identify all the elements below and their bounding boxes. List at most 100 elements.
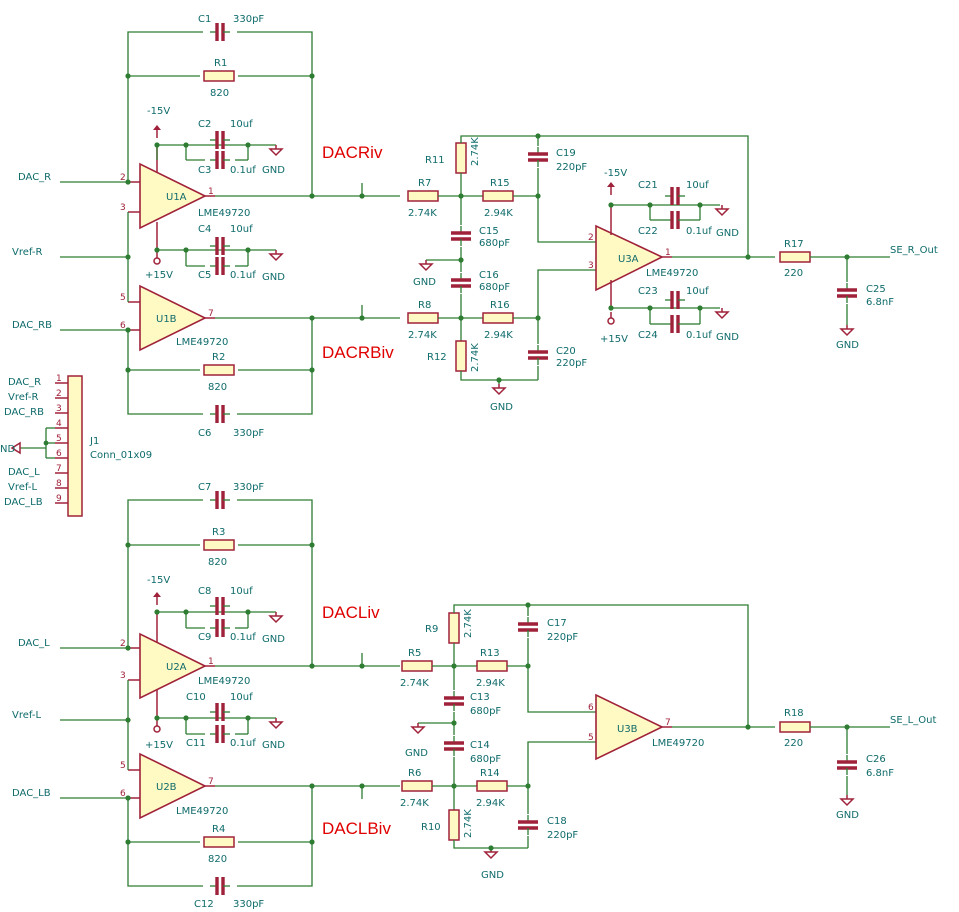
val-r7: 2.74K (408, 208, 437, 219)
net-se-r-out: SE_R_Out (890, 245, 938, 256)
ref-u1a: U1A (166, 192, 187, 203)
j1-net-9: DAC_LB (4, 497, 43, 508)
val-c14: 680pF (470, 754, 501, 765)
val-c3: 0.1uf (230, 165, 256, 176)
opamp-u1a (139, 162, 207, 230)
gnd-u3-top: GND (716, 228, 739, 239)
ref-c23: C23 (638, 286, 658, 297)
val-r10: 2.74K (463, 809, 474, 838)
u3b-pin-7: 7 (665, 718, 671, 728)
val-r18: 220 (784, 738, 803, 749)
val-u1a: LME49720 (198, 208, 250, 219)
val-c26: 6.8nF (866, 768, 894, 779)
j1-pin-4: 4 (56, 419, 62, 429)
j1-pin-6: 6 (56, 449, 62, 459)
val-c10: 10uf (230, 692, 253, 703)
j1-pin-9: 9 (56, 494, 62, 504)
val-c23: 10uf (686, 286, 709, 297)
ref-c20: C20 (556, 346, 576, 357)
u2a-pin-1: 1 (208, 657, 214, 667)
ref-c9: C9 (198, 632, 211, 643)
val-c16: 680pF (479, 282, 510, 293)
pwr-m15-u1: -15V (147, 106, 170, 117)
val-r8: 2.74K (408, 330, 437, 341)
ref-c17: C17 (547, 618, 567, 629)
ref-r6: R6 (408, 768, 421, 779)
left-channel (60, 489, 890, 897)
opamp-u1b (139, 284, 207, 352)
ref-u3a: U3A (618, 254, 639, 265)
connector-j1 (10, 375, 83, 517)
annotation-dacrbiv: DACRBiv (322, 343, 394, 362)
val-r5: 2.74K (400, 678, 429, 689)
ref-r15: R15 (490, 178, 510, 189)
ref-r3: R3 (212, 527, 225, 538)
val-c7: 330pF (233, 482, 264, 493)
ref-c7: C7 (198, 482, 211, 493)
u3a-pin-3: 3 (588, 261, 594, 271)
val-c12: 330pF (233, 899, 264, 910)
net-vref-l: Vref-L (12, 710, 41, 721)
net-dac-rb: DAC_RB (12, 320, 52, 331)
u1a-pin-3: 3 (120, 203, 126, 213)
opamp-u3b (595, 693, 664, 761)
val-c6: 330pF (233, 428, 264, 439)
ref-c26: C26 (866, 754, 886, 765)
ref-u2b: U2B (156, 782, 177, 793)
pwr-p15-u2: +15V (145, 740, 173, 751)
j1-nd: ND (0, 444, 15, 455)
u1a-pin-2: 2 (120, 173, 126, 183)
val-r13: 2.94K (476, 678, 505, 689)
val-r1: 820 (210, 88, 229, 99)
val-c2: 10uf (230, 119, 253, 130)
u1b-pin-5: 5 (120, 293, 126, 303)
u3a-pin-2: 2 (588, 233, 594, 243)
ref-r9: R9 (425, 624, 438, 635)
gnd-u3-bot: GND (716, 332, 739, 343)
net-vref-r: Vref-R (12, 247, 42, 258)
ref-c1: C1 (198, 14, 211, 25)
ref-c4: C4 (198, 224, 211, 235)
ref-r7: R7 (418, 178, 431, 189)
ref-c11: C11 (186, 738, 206, 749)
ref-r14: R14 (480, 768, 500, 779)
ref-r17: R17 (784, 239, 804, 250)
val-r6: 2.74K (400, 798, 429, 809)
ref-r8: R8 (418, 300, 431, 311)
net-dac-r: DAC_R (18, 172, 51, 183)
val-r12: 2.74K (470, 343, 481, 372)
j1-pin-3: 3 (56, 404, 62, 414)
gnd-c26: GND (836, 810, 859, 821)
net-dac-l: DAC_L (18, 638, 50, 649)
val-r17: 220 (784, 268, 803, 279)
ref-r12: R12 (427, 352, 447, 363)
gnd-filter-l: GND (405, 748, 428, 759)
u2b-pin-6: 6 (120, 789, 126, 799)
val-c4: 10uf (230, 224, 253, 235)
u3a-pin-1: 1 (665, 248, 671, 258)
val-r3: 820 (208, 557, 227, 568)
ref-c12: C12 (194, 899, 214, 910)
j1-pin-2: 2 (56, 389, 62, 399)
val-u2a: LME49720 (198, 676, 250, 687)
val-c20: 220pF (556, 358, 587, 369)
val-c24: 0.1uf (686, 330, 712, 341)
u1b-pin-7: 7 (208, 309, 214, 319)
labels: DAC_R Vref-R DAC_RB DAC_L Vref-L DAC_LB … (0, 14, 938, 910)
net-dac-lb: DAC_LB (12, 788, 51, 799)
val-c25: 6.8nF (866, 297, 894, 308)
gnd-r10: GND (481, 870, 504, 881)
j1-pin-8: 8 (56, 479, 62, 489)
u2a-pin-3: 3 (120, 671, 126, 681)
val-c13: 680pF (470, 706, 501, 717)
ref-r1: R1 (214, 58, 227, 69)
ref-c22: C22 (638, 226, 658, 237)
right-channel (60, 21, 890, 425)
val-c22: 0.1uf (686, 226, 712, 237)
ref-c24: C24 (638, 330, 658, 341)
val-u2b: LME49720 (176, 806, 228, 817)
u2a-pin-2: 2 (120, 639, 126, 649)
ref-r5: R5 (408, 648, 421, 659)
val-u1b: LME49720 (176, 337, 228, 348)
